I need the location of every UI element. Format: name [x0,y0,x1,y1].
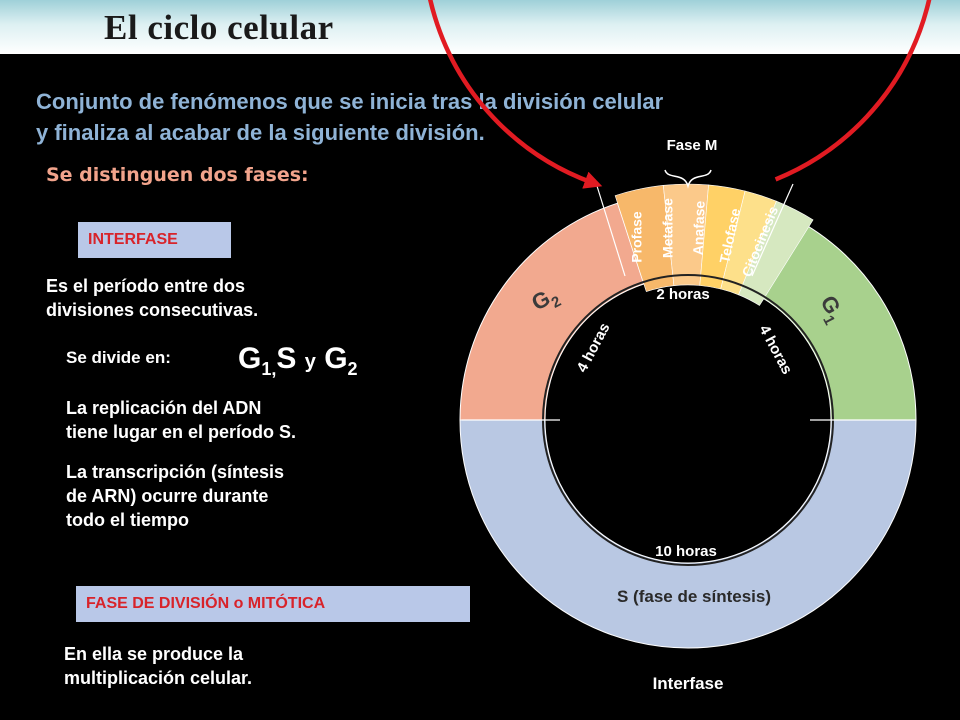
divide-label: Se divide en: [66,348,171,367]
phases-formula: G1,S y G2 [238,342,358,380]
label-profase: Profase [629,211,645,263]
section-subtitle: Se distinguen dos fases: [46,164,309,186]
g2-phase-segment [459,202,645,421]
title-bar: El ciclo celular [0,0,960,54]
formula-g2: G [324,342,348,375]
formula-g1-sub: 1, [261,359,277,379]
replication-line-1: La replicación del ADN [66,398,262,418]
division-description: En ella se produce la multiplicación cel… [64,642,252,690]
interfase-arrow [428,0,932,189]
interfase-description: Es el período entre dos divisiones conse… [46,274,258,322]
formula-g1: G [238,342,262,375]
division-desc-line-2: multiplicación celular. [64,668,253,688]
label-interfase: Interfase [653,674,724,693]
replication-line-2: tiene lugar en el período S. [66,422,297,442]
intro-text: Conjunto de fenómenos que se inicia tras… [36,86,836,148]
transcription-line-3: todo el tiempo [66,510,189,530]
profase-segment [614,184,675,292]
interfase-box: INTERFASE [78,222,231,258]
transcription-text: La transcripción (síntesis de ARN) ocurr… [66,460,284,532]
hours-g1: 4 horas [755,322,795,377]
interfase-desc-line-2: divisiones consecutivas. [46,300,259,320]
divider-m-right [751,183,794,277]
fase-m-label: Fase M [667,137,718,154]
anafase-segment [699,184,746,290]
label-s-phase: S (fase de síntesis) [617,587,771,606]
metafase-segment [662,183,709,287]
label-anafase: Anafase [690,200,708,255]
formula-g2-sub: 2 [347,359,358,379]
page-title: El ciclo celular [104,8,334,47]
label-metafase: Metafase [660,198,676,258]
replication-text: La replicación del ADN tiene lugar en el… [66,396,296,444]
division-desc-line-1: En ella se produce la [64,644,244,664]
transcription-line-1: La transcripción (síntesis [66,462,285,482]
interfase-desc-line-1: Es el período entre dos [46,276,246,296]
intro-line-2: y finaliza al acabar de la siguiente div… [36,120,485,145]
divider-m-left [596,185,626,277]
citocinesis-segment [738,200,814,306]
division-box: FASE DE DIVISIÓN o MITÓTICA [76,586,470,622]
hours-s: 10 horas [655,543,717,560]
formula-s: S [276,342,297,375]
hours-g2: 4 horas [574,320,614,375]
fase-m-brace [664,169,712,189]
intro-line-1: Conjunto de fenómenos que se inicia tras… [36,89,664,114]
transcription-line-2: de ARN) ocurre durante [66,486,269,506]
hours-m: 2 horas [656,286,709,303]
telofase-segment [720,190,777,296]
s-phase-segment [459,419,917,649]
formula-y: y [304,351,316,373]
